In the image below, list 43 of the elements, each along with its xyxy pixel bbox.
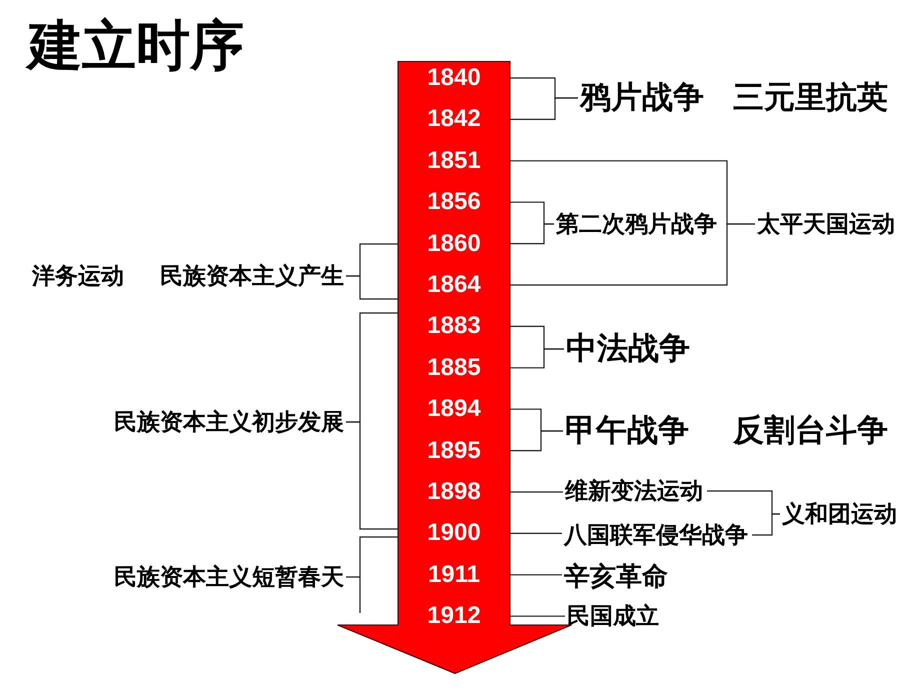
connector-line — [346, 275, 398, 300]
event-label: 甲午战争 — [565, 412, 689, 450]
connector-line — [510, 223, 755, 286]
event-label: 三元里抗英 — [733, 78, 888, 117]
event-label: 太平天国运动 — [757, 210, 895, 238]
period-label: 民族资本主义短暂春天 — [114, 562, 344, 592]
connector-line — [510, 97, 578, 120]
year-label: 1883 — [398, 312, 510, 340]
year-label: 1898 — [398, 478, 510, 506]
connector-line — [510, 430, 563, 452]
year-label: 1885 — [398, 354, 510, 382]
connector-line — [510, 348, 564, 368]
event-label: 鸦片战争 — [580, 78, 704, 118]
event-label: 维新变法运动 — [565, 476, 703, 506]
year-label: 1894 — [398, 395, 510, 424]
connector-line — [510, 532, 562, 534]
event-label: 第二次鸦片战争 — [556, 210, 717, 238]
year-label: 1840 — [398, 64, 510, 92]
year-label: 1911 — [398, 560, 510, 589]
year-label: 1912 — [398, 602, 510, 630]
event-label: 义和团运动 — [782, 500, 897, 528]
year-label: 1860 — [398, 230, 510, 258]
period-label: 民族资本主义产生 — [160, 262, 344, 290]
event-label: 八国联军侵华战争 — [564, 520, 748, 550]
connector-line — [510, 491, 563, 493]
year-label: 1864 — [398, 271, 510, 299]
year-label: 1900 — [398, 519, 510, 548]
connector-line — [346, 421, 398, 530]
event-label: 民国成立 — [567, 602, 659, 630]
year-label: 1851 — [398, 146, 510, 175]
period-label: 洋务运动 — [32, 262, 124, 290]
year-label: 1895 — [398, 436, 510, 465]
connector-line — [345, 536, 399, 614]
connector-line — [752, 513, 780, 536]
connector-line — [510, 574, 562, 576]
year-label: 1856 — [398, 188, 510, 216]
connector-line — [510, 223, 554, 244]
event-label: 反割台斗争 — [733, 412, 888, 450]
year-label: 1842 — [398, 105, 510, 134]
period-label: 民族资本主义初步发展 — [114, 408, 344, 436]
connector-line — [510, 616, 565, 617]
event-label: 中法战争 — [566, 330, 690, 368]
event-label: 辛亥革命 — [564, 560, 668, 592]
